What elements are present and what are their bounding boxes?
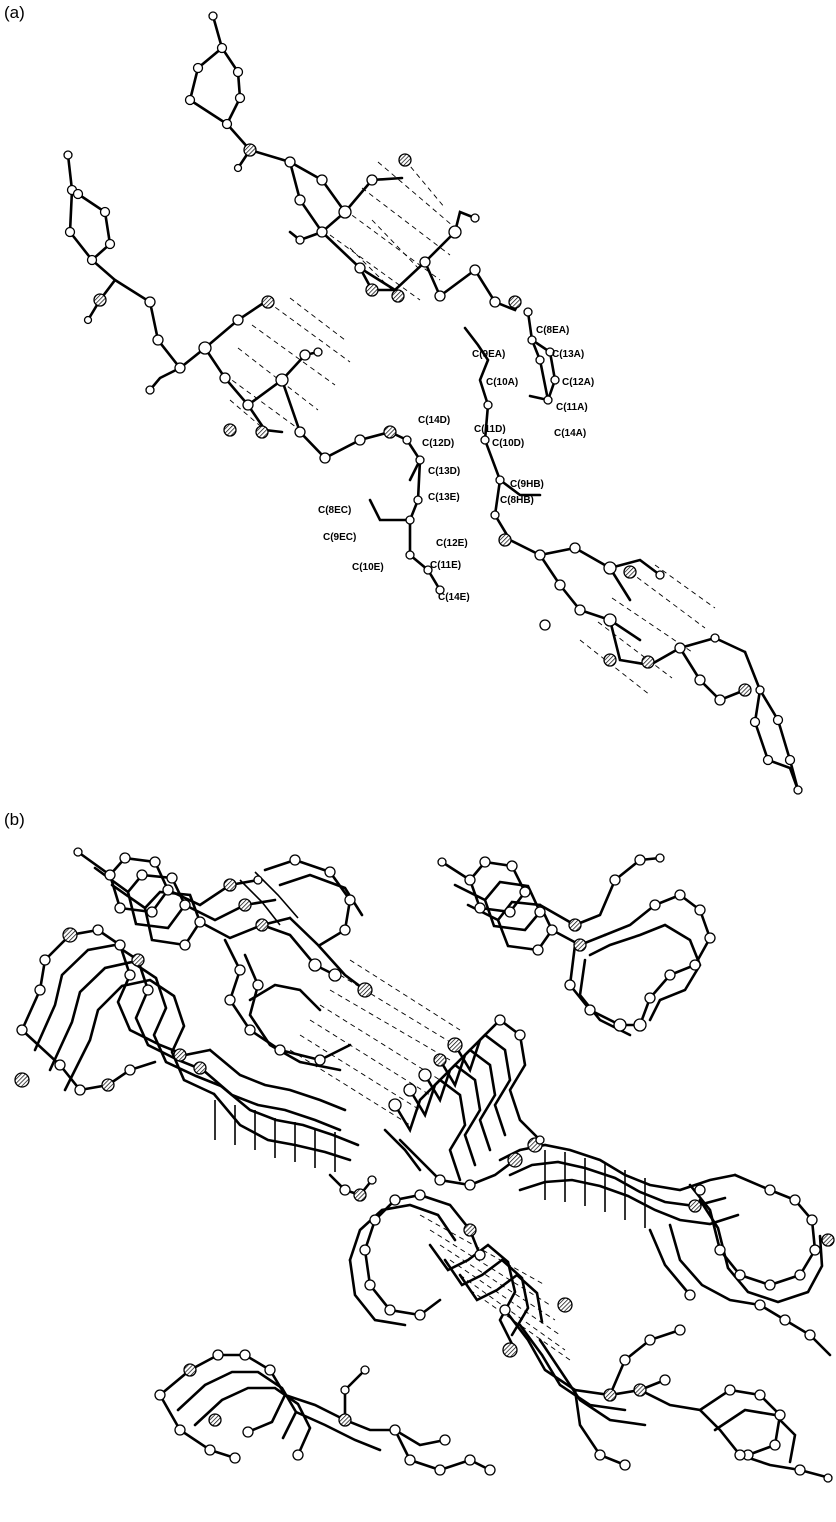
atom-label: C(12D) [422,438,454,449]
atoms-panel-a [63,11,803,795]
panel-b-packing [14,847,835,1483]
atom-label: C(10A) [486,377,518,388]
atom-label: C(8EA) [536,325,569,336]
atom-label: C(10E) [352,562,384,573]
atom-label: C(13E) [428,492,460,503]
h-bonds-packing-lower [419,1214,571,1361]
atom-label: C(9EC) [323,532,356,543]
atom-label: C(10D) [492,438,524,449]
atom-label: C(11E) [430,560,461,571]
atom-label: C(12E) [436,538,468,549]
atom-label: C(12A) [562,377,594,388]
h-bonds-packing-upper [289,959,461,1126]
atom-label: C(13D) [428,466,460,477]
atom-label: C(9EA) [472,349,505,360]
atom-label: C(14E) [438,592,470,603]
atom-label: C(14D) [418,415,450,426]
panel-label-a: (a) [4,3,25,22]
atom-label: C(11D) [474,424,506,435]
atom-label: C(8EC) [318,505,351,516]
atom-label: C(8HB) [500,495,534,506]
h-bonds-left [224,297,351,431]
atom-labels: C(8EA) C(9EA) C(13A) C(10A) C(12A) C(14D… [318,325,594,603]
h-bonds-upper [329,159,461,301]
stack-lower-right [503,1308,832,1480]
stack-upper-left [76,850,367,1072]
atom-label: C(9HB) [510,479,544,490]
panel-a-structure: C(8EA) C(9EA) C(13A) C(10A) C(12A) C(14D… [63,11,803,795]
stack-right [498,1143,832,1357]
h-bonds-right [579,564,716,696]
atoms-panel-b [14,847,835,1483]
atom-label: C(13A) [552,349,584,360]
atom-label: C(14A) [554,428,586,439]
atom-label: C(11A) [556,402,588,413]
stack-center [348,1018,544,1352]
panel-label-b: (b) [4,810,25,829]
